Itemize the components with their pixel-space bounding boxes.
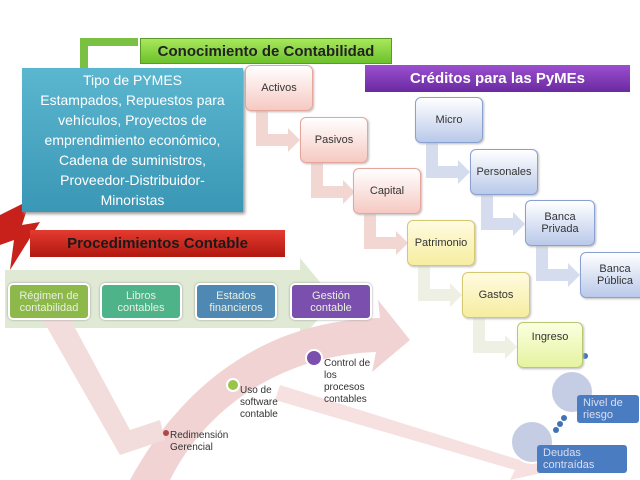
main-title: Conocimiento de Contabilidad [140,38,392,64]
proc-regimen: Régimen de contabilidad [8,283,90,320]
proc-gestion: Gestión contable [290,283,372,320]
milestone-redimension: Redimensión Gerencial [170,430,229,453]
red-arrow-shape [0,200,40,270]
risk-deudas: Deudas contraídas [537,445,627,473]
step-activos: Activos [245,65,313,111]
step-patrimonio: Patrimonio [407,220,475,266]
step-capital: Capital [353,168,421,214]
milestone-dot-1 [163,430,169,436]
proc-estados: Estados financieros [195,283,277,320]
green-bracket [80,38,138,72]
step-gastos: Gastos [462,272,530,318]
curved-arrow-shape [130,300,410,480]
milestone-dot-2 [226,378,240,392]
pymes-line: Minoristas [100,192,165,208]
procedures-title: Procedimientos Contable [30,230,285,257]
credit-micro: Micro [415,97,483,143]
step-pasivos: Pasivos [300,117,368,163]
risk-nivel: Nivel de riesgo [577,395,639,423]
proc-libros: Libros contables [100,283,182,320]
pymes-box: Tipo de PYMES Estampados, Repuestos para… [22,68,243,212]
milestone-dot-3 [305,349,323,367]
credit-personales: Personales [470,149,538,195]
milestone-control: Control de los procesos contables [324,358,371,405]
pymes-line: Cadena de suministros, [58,152,207,168]
pymes-line: vehículos, Proyectos de [58,112,207,128]
milestone-software: Uso de software contable [240,385,278,420]
pymes-line: Tipo de PYMES [82,72,183,88]
credit-banca-privada: Banca Privada [525,200,595,246]
credits-title: Créditos para las PyMEs [365,65,630,92]
pymes-line: Estampados, Repuestos para [40,92,225,108]
pymes-line: Proveedor-Distribuidor- [60,172,205,188]
pymes-line: emprendimiento económico, [44,132,221,148]
credit-banca-publica: Banca Pública [580,252,640,298]
step-ingreso: Ingreso [517,322,583,368]
